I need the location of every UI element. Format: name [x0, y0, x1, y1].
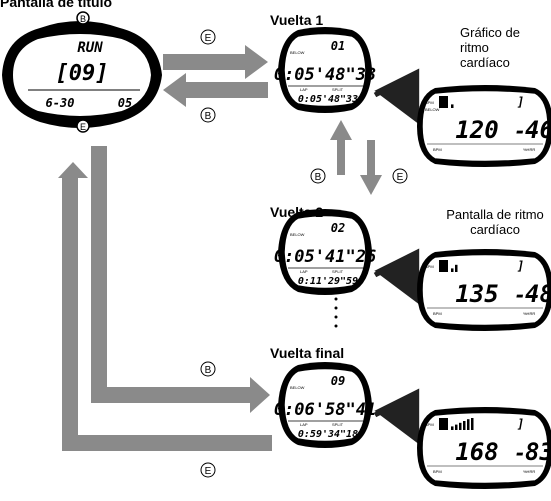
callout-b-2: B [315, 172, 322, 183]
arrow-final-to-title-outer [58, 162, 272, 451]
value-separator: - [514, 283, 526, 307]
arrow-title-to-lap1 [163, 45, 268, 79]
title-count: 05 [118, 96, 132, 110]
bpm-tag: BPM [425, 264, 434, 269]
hr-graph-bar [463, 421, 466, 430]
hr-watch-3: BPM]168-83BPM%HRR [417, 407, 551, 489]
lap-key-label: LAP [300, 422, 308, 427]
lap-number: 01 [331, 39, 345, 53]
button-b-top: B [80, 14, 86, 24]
arrow-lap1-to-title [163, 73, 268, 107]
label-title-screen: Pantalla de título [0, 0, 113, 10]
lap-time: 0:06'58"41 [274, 400, 376, 420]
bpm-unit: BPM [433, 147, 442, 152]
hr-graph-bar [451, 268, 454, 272]
split-key-label: SPLIT [332, 87, 344, 92]
callout-b-1: B [205, 111, 212, 122]
graph-bracket-end: ] [517, 95, 524, 109]
callout-e-2: E [397, 172, 404, 183]
hr-graph-bar [451, 426, 454, 430]
bpm-unit: BPM [433, 311, 442, 316]
hrr-value: 46 [525, 116, 551, 144]
lap-number: 02 [331, 221, 345, 235]
below-label: BELOW [425, 107, 440, 112]
lap-key-label: LAP [300, 87, 308, 92]
lap-time: 0:05'48"33 [274, 65, 376, 85]
hr-zone-icon [439, 96, 448, 108]
callout-b-3: B [205, 365, 212, 376]
hrr-unit: %HRR [523, 311, 535, 316]
lap-time: 0:05'41"26 [274, 247, 376, 267]
continuation-dots [334, 288, 338, 328]
value-separator: - [514, 119, 526, 143]
lap-key-label: LAP [300, 269, 308, 274]
split-time: 0:05'48"33 [298, 94, 358, 105]
title-mode: RUN [77, 40, 103, 56]
hrr-value: 83 [525, 438, 551, 466]
hr-graph-bar [471, 418, 474, 430]
title-watch: B E RUN [09] 6-30 05 [2, 11, 162, 133]
hrr-value: 48 [525, 280, 551, 308]
label-lap2: Vuelta 2 [270, 204, 324, 220]
hr-zone-icon [439, 260, 448, 272]
callout-e-3: E [205, 466, 212, 477]
hrr-unit: %HRR [523, 469, 535, 474]
label-lap1: Vuelta 1 [270, 12, 324, 28]
curved-arrows [373, 68, 420, 445]
hr-graph-bar [459, 422, 462, 430]
graph-bracket-end: ] [517, 259, 524, 273]
split-key-label: SPLIT [332, 422, 344, 427]
split-time: 0:11'29"59 [298, 276, 358, 287]
lap-number: 09 [331, 374, 345, 388]
arrow-title-to-final-inner [91, 146, 270, 413]
hr-graph-bar [467, 419, 470, 430]
callout-e-1: E [205, 33, 212, 44]
title-number: [09] [56, 61, 109, 86]
flow-arrows [58, 45, 382, 451]
bpm-unit: BPM [433, 469, 442, 474]
label-hr-screen: Pantalla de ritmo cardíaco [446, 207, 544, 237]
bpm-value: 135 [455, 280, 498, 308]
title-date: 6-30 [46, 96, 75, 110]
button-callouts: E B B E B E [200, 29, 408, 478]
hr-watch-2: BPM]135-48BPM%HRR [417, 249, 551, 331]
bpm-value: 168 [455, 438, 498, 466]
label-hr-graph: Gráfico de ritmo cardíaco [460, 25, 520, 70]
bpm-tag: BPM [425, 422, 434, 427]
hrr-unit: %HRR [523, 147, 535, 152]
hr-graph-bar [451, 104, 454, 108]
hr-graph-bar [455, 424, 458, 430]
lap-watch-face [283, 214, 367, 290]
arrow-lap2-to-lap1 [330, 120, 352, 175]
split-time: 0:59'34"18 [298, 429, 358, 440]
bpm-tag: BPM [425, 100, 434, 105]
lap-watch-face [283, 32, 367, 108]
hr-zone-icon [439, 418, 448, 430]
value-separator: - [514, 441, 526, 465]
lap-watch-face [283, 367, 367, 443]
below-label: BELOW [290, 385, 305, 390]
hr-graph-bar [455, 264, 458, 272]
arrow-lap1-to-lap2 [360, 140, 382, 195]
bpm-value: 120 [455, 116, 498, 144]
label-final-lap: Vuelta final [270, 345, 345, 361]
graph-bracket-end: ] [517, 417, 524, 431]
button-e-bottom: E [80, 122, 86, 132]
below-label: BELOW [290, 50, 305, 55]
split-key-label: SPLIT [332, 269, 344, 274]
below-label: BELOW [290, 232, 305, 237]
